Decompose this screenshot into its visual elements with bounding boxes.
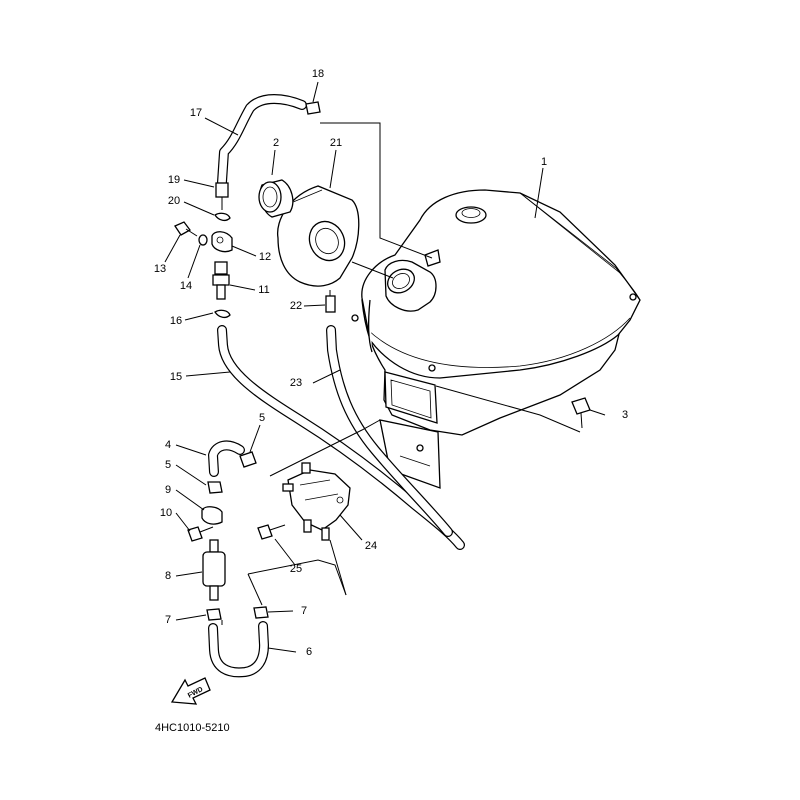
fuel-pump-24 — [282, 462, 351, 541]
leader-lines — [164, 81, 606, 653]
fwd-arrow-icon: FWD — [170, 677, 211, 705]
callout-labels: 1 2 3 4 5 5 6 7 7 8 9 10 11 12 13 14 15 … — [154, 68, 628, 658]
fuel-hose-23 — [326, 325, 453, 537]
callout-8: 8 — [165, 570, 171, 582]
diagram-code: 4HC1010-5210 — [155, 722, 230, 734]
hose-6 — [208, 621, 269, 678]
bracket-9 — [201, 506, 223, 525]
callout-4: 4 — [165, 439, 171, 451]
callout-20: 20 — [168, 195, 180, 207]
clip-16 — [214, 309, 231, 319]
clip-5-lower — [207, 481, 223, 494]
clip-5-upper — [239, 451, 257, 468]
callout-22: 22 — [290, 300, 302, 312]
clip-20 — [214, 212, 231, 222]
callout-24: 24 — [365, 540, 377, 552]
bolt-10 — [187, 526, 214, 542]
callout-6: 6 — [306, 646, 312, 658]
callout-19: 19 — [168, 174, 180, 186]
clip-7-left — [206, 608, 222, 621]
callout-1: 1 — [541, 156, 547, 168]
callout-16: 16 — [170, 315, 182, 327]
filler-collar-21 — [277, 185, 360, 287]
callout-2: 2 — [273, 137, 279, 149]
fuel-filter-8 — [202, 539, 226, 601]
grommet-2 — [258, 179, 294, 218]
callout-7-right: 7 — [301, 605, 307, 617]
callout-5-upper: 5 — [259, 412, 265, 424]
callout-5-lower: 5 — [165, 459, 171, 471]
fitting-22 — [325, 290, 336, 313]
callout-23: 23 — [290, 377, 302, 389]
callout-7-left: 7 — [165, 614, 171, 626]
bracket-12 — [211, 231, 233, 253]
clip-18 — [305, 101, 321, 115]
washer-14 — [198, 234, 208, 246]
fitting-19 — [215, 182, 229, 210]
callout-15: 15 — [170, 371, 182, 383]
callout-17: 17 — [190, 107, 202, 119]
callout-9: 9 — [165, 484, 171, 496]
clip-7-right — [253, 606, 269, 619]
callout-3: 3 — [622, 409, 628, 421]
callout-10: 10 — [160, 507, 172, 519]
fuel-cock-11 — [212, 261, 230, 300]
breather-hose-17 — [217, 94, 307, 187]
callout-25: 25 — [290, 563, 302, 575]
bolt-25 — [257, 524, 286, 540]
bolt-3 — [571, 397, 591, 429]
callout-21: 21 — [330, 137, 342, 149]
callout-12: 12 — [259, 251, 271, 263]
bolt-13 — [174, 221, 198, 237]
assembly-lines — [221, 122, 581, 625]
hose-4 — [208, 440, 245, 477]
callout-11: 11 — [258, 284, 269, 296]
fuel-tank — [351, 189, 641, 489]
callout-13: 13 — [154, 263, 166, 275]
callout-18: 18 — [312, 68, 324, 80]
callout-14: 14 — [180, 280, 192, 292]
